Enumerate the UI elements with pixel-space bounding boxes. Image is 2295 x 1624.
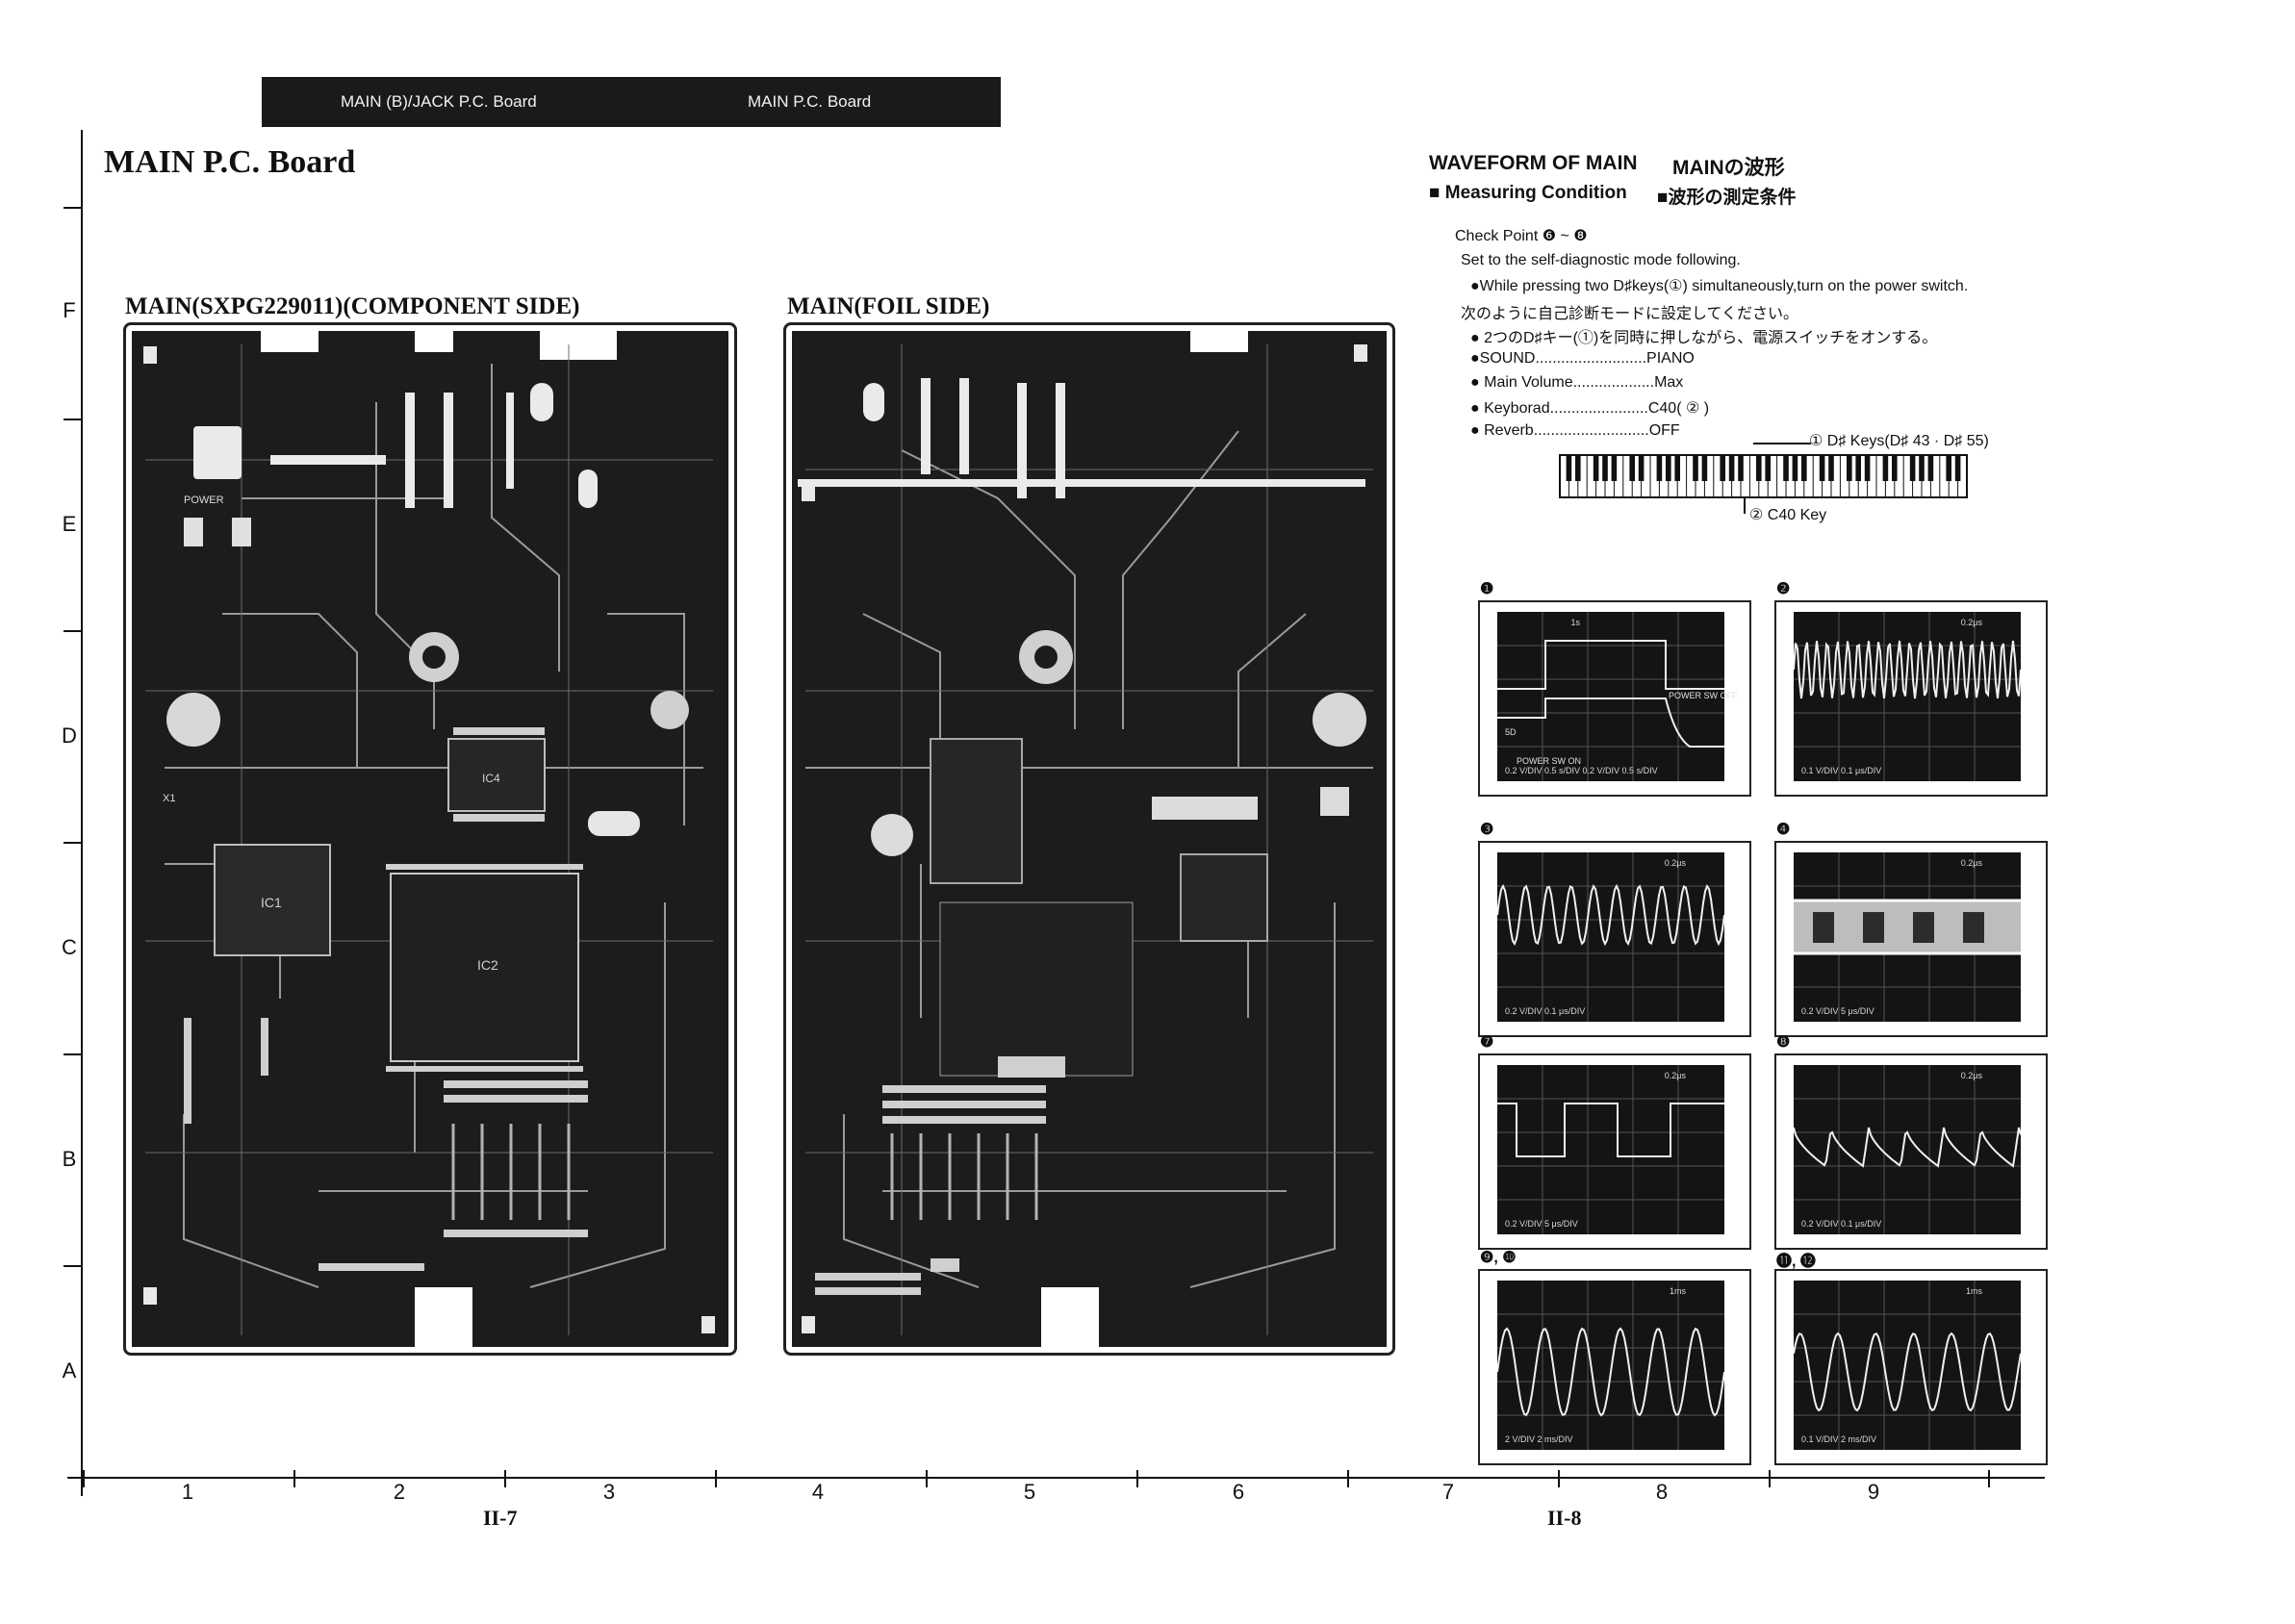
scope-11-12: 1ms 0.1 V/DIV 2 ms/DIV (1774, 1269, 2048, 1465)
page-number-left: II-7 (483, 1506, 518, 1530)
component-side-title: MAIN(SXPG229011)(COMPONENT SIDE) (125, 293, 580, 319)
scope-3: 0.2μs 0.2 V/DIV 0.1 μs/DIV (1478, 841, 1751, 1037)
c40-pointer (1744, 498, 1746, 514)
scope-1-screen: 5D POWER SW ON POWER SW OFF 1s 0.2 V/DIV… (1497, 612, 1738, 781)
scope-2-screen: 0.2μs 0.1 V/DIV 0.1 μs/DIV (1794, 612, 2021, 781)
waveform-heading-jp: MAINの波形 (1672, 157, 1785, 179)
frame-left-line (81, 130, 83, 1496)
component-side-board: IC1 IC2 IC4 POWER Q2 X1 (123, 322, 737, 1356)
svg-text:IC1: IC1 (261, 895, 282, 910)
measuring-condition-en: ■ Measuring Condition (1429, 183, 1627, 203)
waveform-heading-en: WAVEFORM OF MAIN (1429, 152, 1638, 174)
scope-7: 0.2μs 0.2 V/DIV 5 μs/DIV (1478, 1053, 1751, 1250)
scope-label-11-12: ⓫, ⓬ (1776, 1254, 1816, 1270)
c40-key-note: ② C40 Key (1749, 507, 1827, 523)
scope-2: 0.2μs 0.1 V/DIV 0.1 μs/DIV (1774, 600, 2048, 797)
scope-label-9-10: ❾, ❿ (1480, 1250, 1517, 1266)
scope-label-3: ❸ (1480, 822, 1494, 838)
scope-4-screen: 0.2μs 0.2 V/DIV 5 μs/DIV (1794, 852, 2021, 1022)
scope-8: 0.2μs 0.2 V/DIV 0.1 μs/DIV (1774, 1053, 2048, 1250)
col-label-8: 8 (1655, 1480, 1669, 1504)
page-number-right: II-8 (1547, 1506, 1582, 1530)
tab-main-board[interactable]: MAIN P.C. Board (748, 92, 872, 111)
tab-main-b-jack-board[interactable]: MAIN (B)/JACK P.C. Board (341, 92, 537, 111)
svg-text:IC2: IC2 (477, 957, 498, 973)
instruction-line-2: ●While pressing two D♯keys(①) simultaneo… (1470, 278, 1969, 294)
row-label-c: C (62, 935, 77, 959)
check-point: Check Point ❻ ~ ❽ (1455, 228, 1588, 244)
d-sharp-keys-note: ① D♯ Keys(D♯ 43 · D♯ 55) (1809, 433, 1989, 449)
instruction-line-3: 次のように自己診断モードに設定してください。 (1461, 306, 1799, 322)
setting-main-volume: ● Main Volume...................Max (1470, 374, 1684, 391)
svg-text:IC4: IC4 (482, 772, 500, 785)
scope-label-2: ❷ (1776, 581, 1791, 597)
col-label-9: 9 (1867, 1480, 1880, 1504)
scope-label-1: ❶ (1480, 581, 1494, 597)
row-label-e: E (62, 512, 77, 536)
scope-4: 0.2μs 0.2 V/DIV 5 μs/DIV (1774, 841, 2048, 1037)
instruction-line-4: ● 2つのD♯キー(①)を同時に押しながら、電源スイッチをオンする。 (1470, 330, 1938, 346)
col-label-5: 5 (1023, 1480, 1036, 1504)
scope-9-10: 1ms 2 V/DIV 2 ms/DIV (1478, 1269, 1751, 1465)
scope-label-4: ❹ (1776, 822, 1791, 838)
scope-1: 5D POWER SW ON POWER SW OFF 1s 0.2 V/DIV… (1478, 600, 1751, 797)
frame-bottom-line (67, 1477, 2045, 1479)
scope-3-screen: 0.2μs 0.2 V/DIV 0.1 μs/DIV (1497, 852, 1724, 1022)
col-label-6: 6 (1232, 1480, 1245, 1504)
col-label-7: 7 (1441, 1480, 1455, 1504)
setting-reverb: ● Reverb...........................OFF (1470, 422, 1680, 439)
foil-side-title: MAIN(FOIL SIDE) (787, 293, 990, 319)
foil-side-board (783, 322, 1395, 1356)
d-sharp-bracket (1753, 443, 1811, 444)
scope-8-screen: 0.2μs 0.2 V/DIV 0.1 μs/DIV (1794, 1065, 2021, 1234)
keyboard-diagram (1559, 448, 1968, 503)
board-tab-bar: MAIN (B)/JACK P.C. Board MAIN P.C. Board (262, 77, 1001, 127)
svg-text:POWER: POWER (184, 495, 224, 506)
page-title: MAIN P.C. Board (104, 144, 356, 180)
row-label-f: F (63, 298, 76, 322)
row-label-a: A (62, 1358, 77, 1383)
foil-board-drawing (792, 331, 1387, 1347)
scope-11-12-screen: 1ms 0.1 V/DIV 2 ms/DIV (1794, 1281, 2021, 1450)
scope-7-screen: 0.2μs 0.2 V/DIV 5 μs/DIV (1497, 1065, 1724, 1234)
svg-text:X1: X1 (163, 793, 175, 804)
row-label-d: D (62, 723, 77, 748)
row-label-b: B (62, 1147, 77, 1171)
col-label-4: 4 (811, 1480, 825, 1504)
setting-keyboard: ● Keyborad.......................C40( ② … (1470, 400, 1710, 417)
col-label-2: 2 (393, 1480, 406, 1504)
setting-sound: ●SOUND..........................PIANO (1470, 350, 1695, 367)
scope-9-10-screen: 1ms 2 V/DIV 2 ms/DIV (1497, 1281, 1724, 1450)
component-board-drawing: IC1 IC2 IC4 POWER Q2 X1 (132, 331, 728, 1347)
col-label-3: 3 (602, 1480, 616, 1504)
col-label-1: 1 (181, 1480, 194, 1504)
scope-label-8: ❽ (1776, 1034, 1791, 1051)
scope-label-7: ❼ (1480, 1034, 1494, 1051)
measuring-condition-jp: ■波形の測定条件 (1657, 188, 1797, 208)
instruction-line-1: Set to the self-diagnostic mode followin… (1461, 252, 1741, 268)
